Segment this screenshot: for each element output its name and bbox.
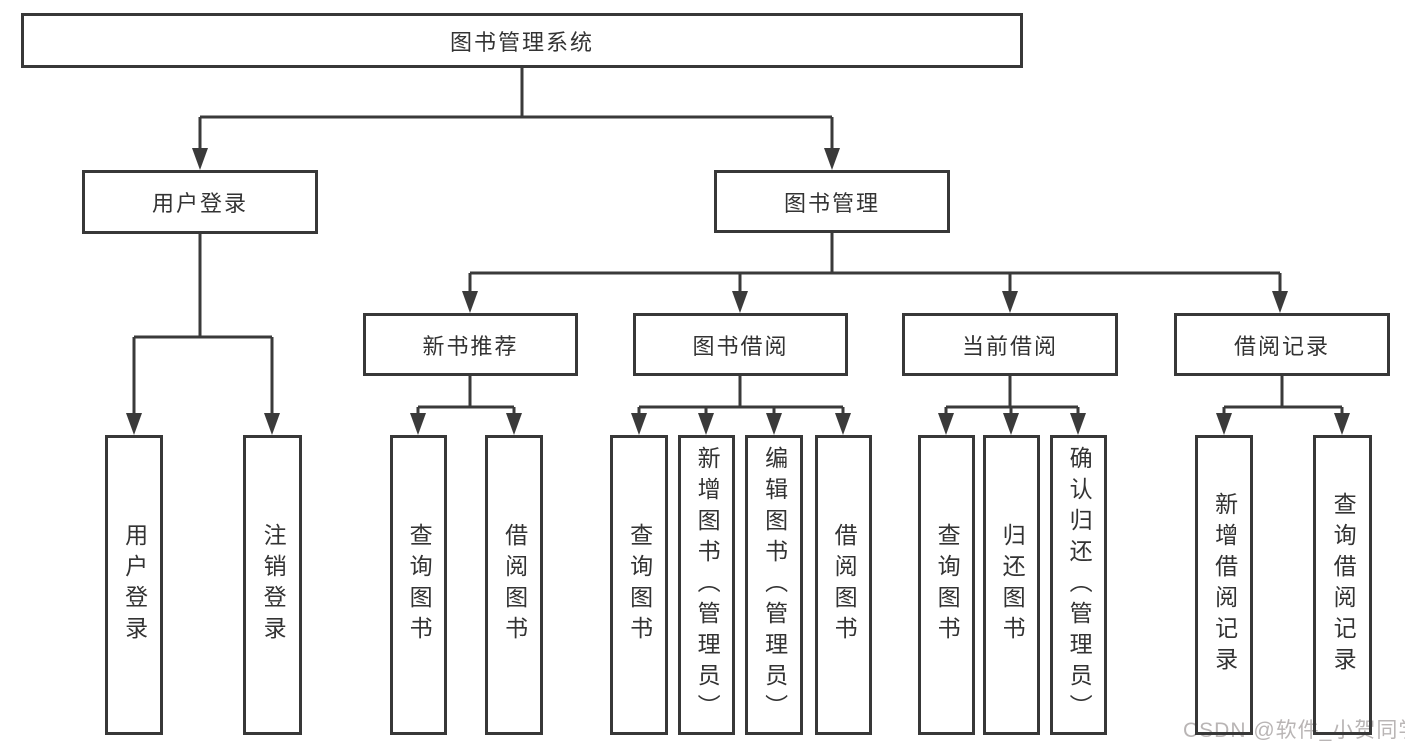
node-current-borrowing: 当前借阅 [902, 313, 1118, 376]
node-label: 新书推荐 [422, 333, 519, 359]
csdn-watermark: CSDN @软件_小贺同学 [1183, 719, 1405, 742]
leaf-user-login: 用户登录 [105, 435, 163, 735]
leaf-query-borrow-record: 查询借阅记录 [1313, 435, 1372, 735]
leaf-add-book-admin: 新增图书（管理员） [678, 435, 735, 735]
leaf-query-books-borrowing: 查询图书 [610, 435, 668, 735]
leaf-label: 确认归还（管理员） [1066, 445, 1093, 725]
node-label: 图书借阅 [692, 333, 789, 359]
leaf-label: 编辑图书（管理员） [761, 445, 788, 725]
leaf-label: 查询图书 [626, 523, 653, 647]
node-label: 图书管理系统 [449, 29, 594, 55]
node-library-management-system: 图书管理系统 [21, 13, 1023, 68]
leaf-confirm-return-admin: 确认归还（管理员） [1050, 435, 1107, 735]
node-book-management: 图书管理 [714, 170, 950, 233]
leaf-borrow-books-borrowing: 借阅图书 [815, 435, 872, 735]
leaf-return-book: 归还图书 [983, 435, 1040, 735]
leaf-logout: 注销登录 [243, 435, 302, 735]
arrowheads [126, 148, 1350, 435]
leaf-label: 新增图书（管理员） [694, 445, 721, 725]
leaf-query-books-recommend: 查询图书 [390, 435, 447, 735]
leaf-query-books-current: 查询图书 [918, 435, 975, 735]
leaf-label: 注销登录 [260, 523, 287, 647]
node-label: 当前借阅 [961, 333, 1058, 359]
node-borrowing-records: 借阅记录 [1174, 313, 1390, 376]
node-label: 图书管理 [783, 190, 880, 216]
node-user-login: 用户登录 [82, 170, 318, 234]
leaf-label: 借阅图书 [831, 523, 858, 647]
node-new-book-recommendation: 新书推荐 [363, 313, 578, 376]
leaf-borrow-books-recommend: 借阅图书 [485, 435, 543, 735]
leaf-add-borrow-record: 新增借阅记录 [1195, 435, 1253, 735]
leaf-label: 借阅图书 [501, 523, 528, 647]
node-book-borrowing: 图书借阅 [633, 313, 848, 376]
leaf-label: 新增借阅记录 [1211, 492, 1238, 678]
leaf-label: 查询借阅记录 [1330, 492, 1357, 678]
leaf-label: 查询图书 [406, 523, 433, 647]
node-label: 借阅记录 [1233, 333, 1330, 359]
leaf-label: 归还图书 [999, 523, 1026, 647]
leaf-label: 用户登录 [121, 523, 148, 647]
leaf-edit-book-admin: 编辑图书（管理员） [745, 435, 803, 735]
leaf-label: 查询图书 [934, 523, 961, 647]
node-label: 用户登录 [151, 191, 248, 216]
